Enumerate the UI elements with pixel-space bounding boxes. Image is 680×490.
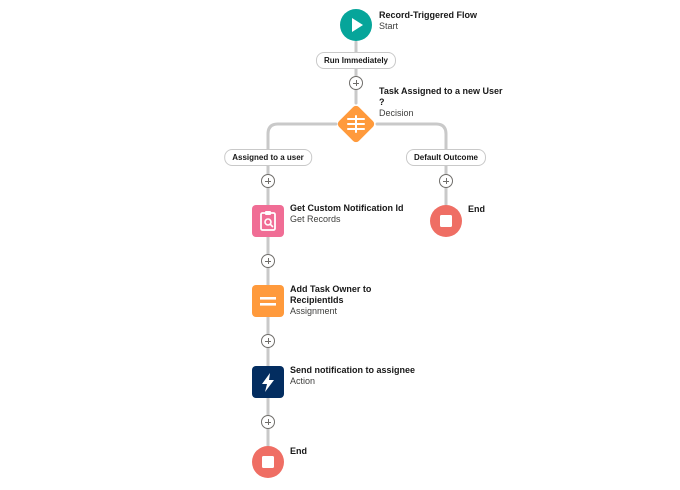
assignment-node-type: Assignment [290,306,338,316]
branch-default-outcome-pill[interactable]: Default Outcome [405,149,487,166]
run-immediately-pill[interactable]: Run Immediately [315,52,397,69]
assignment-node-title-2: RecipientIds [290,295,344,305]
add-element-plus-icon[interactable] [261,415,275,429]
assignment-node-title-1: Add Task Owner to [290,284,372,294]
add-element-plus-icon[interactable] [261,174,275,188]
add-element-plus-icon[interactable] [439,174,453,188]
end-right-stop-icon[interactable] [430,205,462,237]
end-left-stop-icon[interactable] [252,446,284,478]
decision-node-label: Task Assigned to a new User ? Decision [379,86,503,119]
branch-assigned-to-user-pill[interactable]: Assigned to a user [224,149,312,166]
action-node-label: Send notification to assignee Action [290,365,415,387]
start-node-label: Record-Triggered Flow Start [379,10,477,32]
end-right-title: End [468,204,485,214]
end-right-label: End [468,204,485,215]
action-node-title: Send notification to assignee [290,365,416,375]
assignment-node-icon[interactable] [252,285,284,317]
decision-node-title-2: ? [379,97,385,107]
action-node-lightning-bolt-icon[interactable] [252,366,284,398]
decision-node-type: Decision [379,108,414,118]
end-left-label: End [290,446,307,457]
assignment-node-label: Add Task Owner to RecipientIds Assignmen… [290,284,371,317]
start-node-title: Record-Triggered Flow [379,10,478,20]
end-left-title: End [290,446,307,456]
get-records-node-icon[interactable] [252,205,284,237]
start-node-type: Start [379,21,399,31]
decision-node-icon[interactable] [334,102,378,146]
start-node-play-icon[interactable] [340,9,372,41]
add-element-plus-icon[interactable] [261,334,275,348]
action-node-type: Action [290,376,316,386]
get-records-node-type: Get Records [290,214,341,224]
get-records-node-label: Get Custom Notification Id Get Records [290,203,404,225]
add-element-plus-icon[interactable] [349,76,363,90]
decision-node-title-1: Task Assigned to a new User [379,86,503,96]
add-element-plus-icon[interactable] [261,254,275,268]
get-records-node-title: Get Custom Notification Id [290,203,404,213]
